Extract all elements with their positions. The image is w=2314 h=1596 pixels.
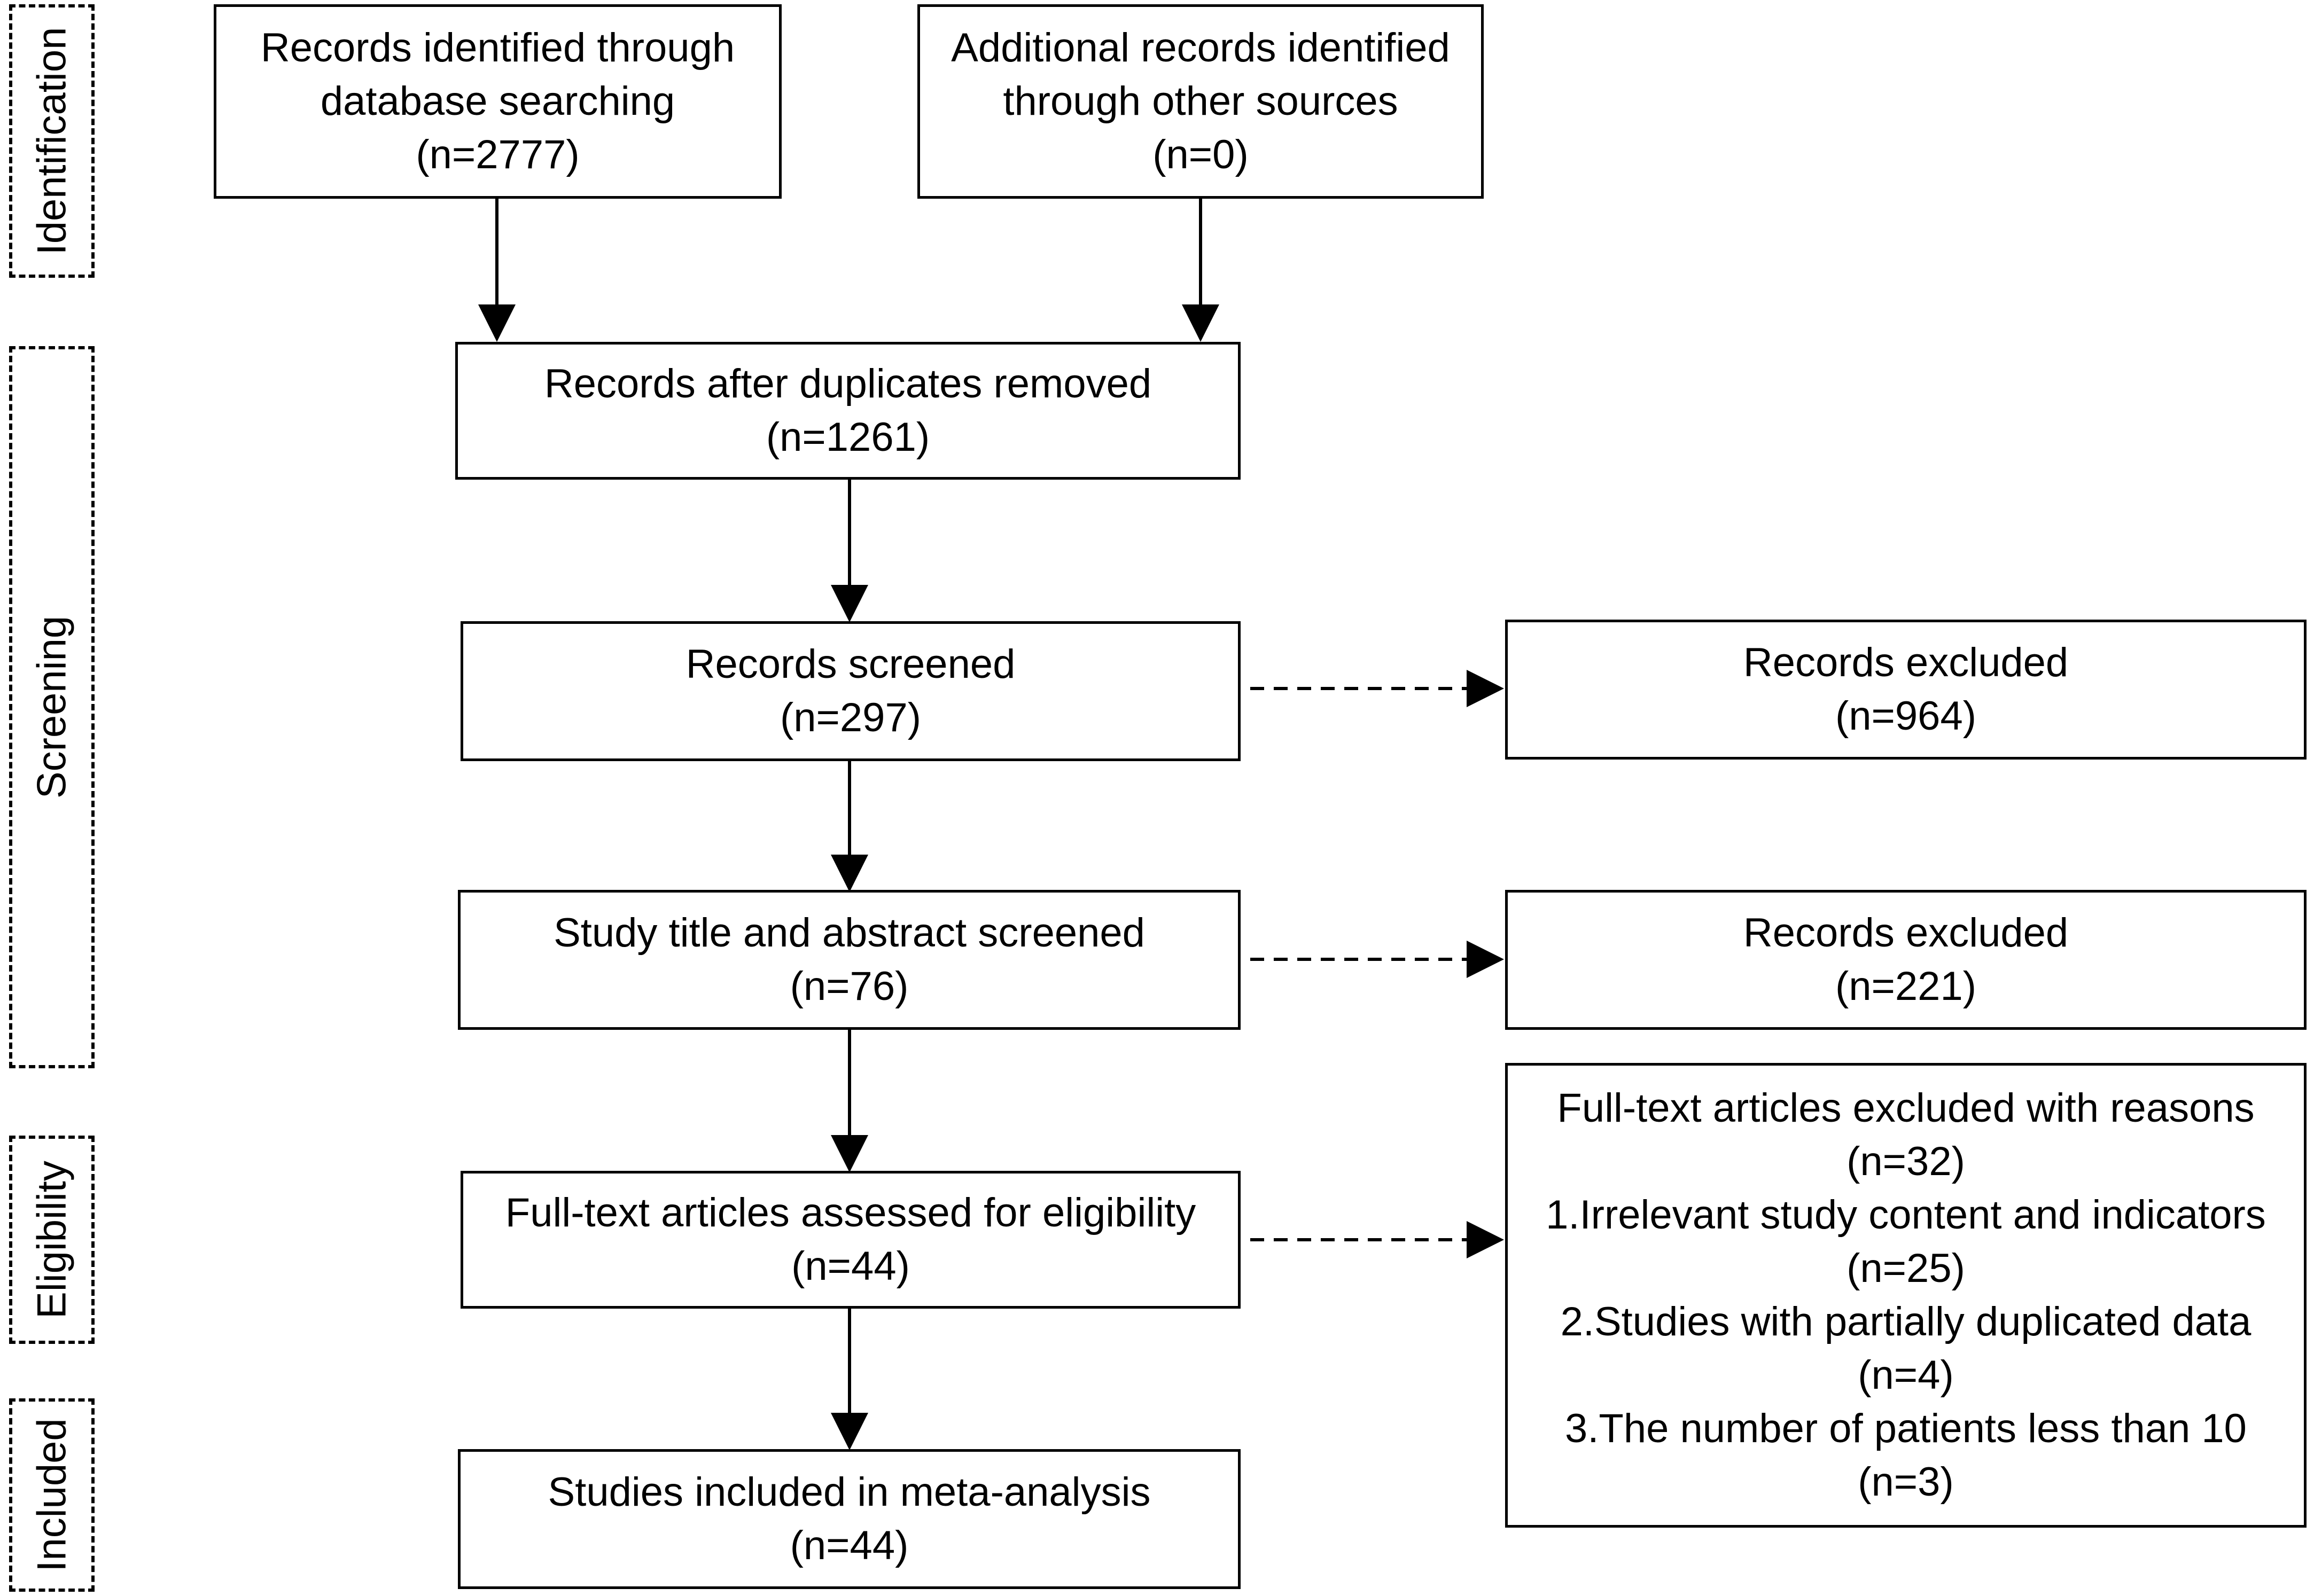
title-abstract-count: (n=76) (790, 964, 909, 1009)
box-studies-included: Studies included in meta-analysis (n=44) (458, 1449, 1241, 1589)
box-other-sources: Additional records identified through ot… (917, 4, 1484, 199)
box-records-excluded-1: Records excluded (n=964) (1505, 620, 2307, 760)
box-fulltext-excluded-reasons: Full-text articles excluded with reasons… (1505, 1063, 2307, 1528)
reason1-text: 1.Irrelevant study content and indicator… (1546, 1192, 2266, 1238)
reasons-label: Full-text articles excluded with reasons (1557, 1085, 2255, 1131)
stage-identification: Identification (9, 4, 95, 278)
box-fulltext-assessed: Full-text articles assessed for eligibil… (461, 1171, 1241, 1309)
database-records-count: (n=2777) (416, 132, 580, 177)
box-database-records: Records identified through database sear… (214, 4, 782, 199)
fulltext-count: (n=44) (791, 1243, 910, 1289)
reason2-text: 2.Studies with partially duplicated data (1560, 1299, 2251, 1344)
other-sources-line1: Additional records identified (951, 25, 1450, 71)
database-records-line2: database searching (320, 79, 675, 124)
arrowhead-excluded2 (1467, 941, 1504, 978)
title-abstract-label: Study title and abstract screened (554, 910, 1145, 956)
stage-included: Included (9, 1398, 95, 1592)
excluded2-count: (n=221) (1835, 964, 1977, 1009)
included-label: Studies included in meta-analysis (548, 1469, 1151, 1515)
box-title-abstract-screened: Study title and abstract screened (n=76) (458, 890, 1241, 1030)
box-records-excluded-2: Records excluded (n=221) (1505, 890, 2307, 1030)
other-sources-line2: through other sources (1003, 79, 1398, 124)
reason3-text: 3.The number of patients less than 10 (1565, 1406, 2247, 1451)
arrowhead-screened (831, 585, 868, 622)
arrowhead-fulltext (831, 1135, 868, 1172)
arrowhead-dedup-right (1182, 304, 1219, 342)
arrowhead-title (831, 855, 868, 892)
screened-count: (n=297) (780, 695, 922, 740)
reason3-count: (n=3) (1858, 1459, 1954, 1505)
included-count: (n=44) (790, 1523, 909, 1568)
reason1-count: (n=25) (1846, 1246, 1965, 1291)
stage-eligibility: Eligibility (9, 1136, 95, 1344)
other-sources-count: (n=0) (1152, 132, 1249, 177)
excluded1-count: (n=964) (1835, 693, 1977, 739)
box-records-screened: Records screened (n=297) (461, 621, 1241, 761)
fulltext-label: Full-text articles assessed for eligibil… (505, 1190, 1196, 1235)
arrowhead-reasons (1467, 1221, 1504, 1258)
arrowhead-excluded1 (1467, 670, 1504, 707)
reason2-count: (n=4) (1858, 1352, 1954, 1398)
database-records-line1: Records identified through (260, 25, 735, 71)
excluded1-label: Records excluded (1743, 640, 2069, 685)
dedup-label: Records after duplicates removed (544, 361, 1152, 406)
arrowhead-included (831, 1413, 868, 1450)
dedup-count: (n=1261) (766, 414, 930, 460)
box-records-after-duplicates: Records after duplicates removed (n=1261… (455, 342, 1241, 480)
excluded2-label: Records excluded (1743, 910, 2069, 956)
reasons-count: (n=32) (1846, 1139, 1965, 1184)
stage-screening: Screening (9, 346, 95, 1068)
screened-label: Records screened (685, 641, 1016, 687)
arrowhead-dedup-left (478, 304, 516, 342)
